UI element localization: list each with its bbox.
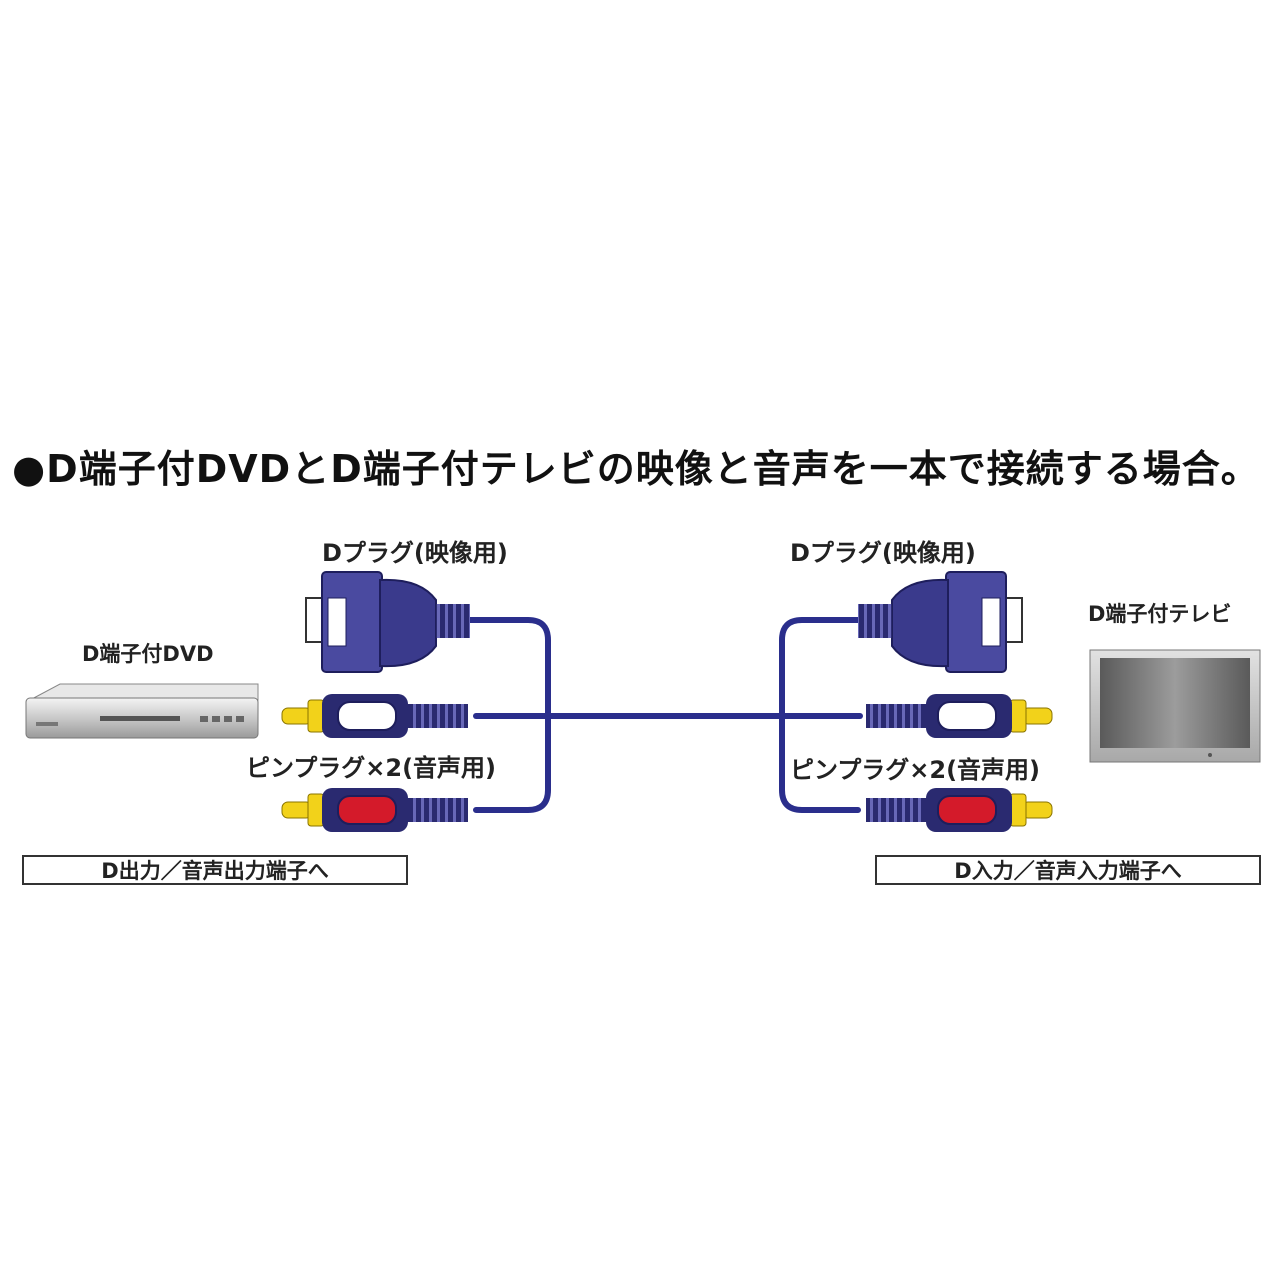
d-terminal-plug-icon [858,571,1023,673]
dvd-player-icon [25,683,259,739]
d-plug-left-label: Dプラグ(映像用) [322,539,508,567]
d-plug-right-label: Dプラグ(映像用) [790,539,976,567]
cable [459,617,863,813]
rca-pin-plug-icon [281,788,468,832]
pin-plug-left-label: ピンプラグ×2(音声用) [246,754,497,782]
input-terminal-box: D入力／音声入力端子へ [875,855,1261,885]
diagram-title: ●D端子付DVDとD端子付テレビの映像と音声を一本で接続する場合。 [12,447,1260,491]
d-terminal-plug-icon [305,571,470,673]
rca-pin-plug-icon [866,694,1053,738]
television-icon [1089,649,1261,763]
rca-pin-plug-icon [281,694,468,738]
output-terminal-box: D出力／音声出力端子へ [22,855,408,885]
tv-label: D端子付テレビ [1088,602,1232,626]
rca-pin-plug-icon [866,788,1053,832]
pin-plug-right-label: ピンプラグ×2(音声用) [790,756,1041,784]
dvd-label: D端子付DVD [82,642,214,666]
